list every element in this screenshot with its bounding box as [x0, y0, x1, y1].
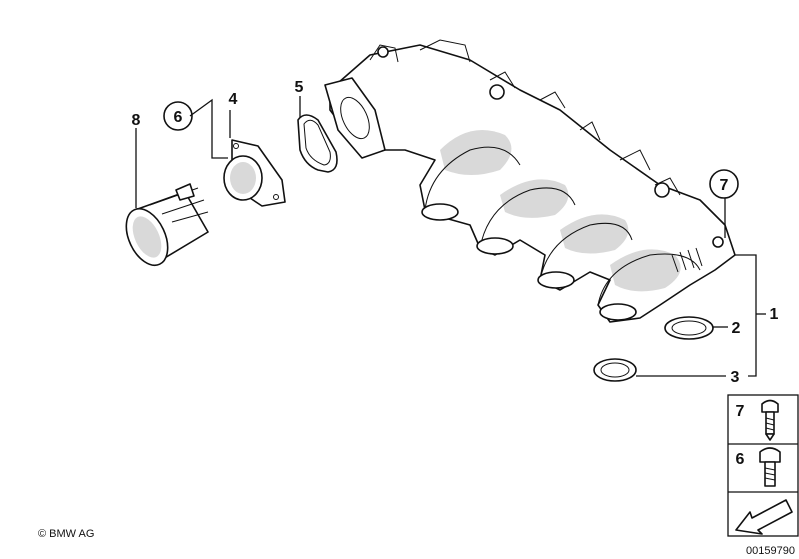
seal-ring-part-3: [593, 358, 637, 382]
callout-4: 4: [229, 91, 238, 108]
figure-number: 00159790: [746, 545, 795, 557]
fastener-legend: 7 6: [727, 394, 799, 537]
svg-text:5: 5: [295, 79, 304, 96]
callout-7: 7: [709, 169, 739, 199]
callout-6: 6: [163, 101, 193, 131]
arrow-icon: [735, 499, 793, 535]
svg-text:2: 2: [732, 320, 741, 337]
callout-2: 2: [732, 320, 741, 337]
connecting-piece-part-4: [223, 139, 286, 207]
callout-8: 8: [132, 112, 141, 129]
svg-text:6: 6: [736, 451, 745, 468]
svg-text:7: 7: [736, 403, 745, 420]
legend-bolt-7: 7: [736, 399, 779, 441]
svg-text:3: 3: [731, 369, 740, 386]
gasket-part-5: [297, 114, 338, 173]
leader-lines: [135, 96, 766, 377]
callout-5: 5: [295, 79, 304, 96]
copyright-text: © BMW AG: [38, 528, 94, 540]
svg-text:4: 4: [229, 91, 238, 108]
legend-bolt-6: 6: [736, 447, 781, 487]
svg-text:7: 7: [720, 177, 729, 194]
svg-text:8: 8: [132, 112, 141, 129]
callout-1: 1: [770, 306, 779, 323]
intake-manifold: [324, 39, 736, 323]
bolt-icon: [759, 447, 781, 487]
seal-ring-part-2: [664, 316, 714, 340]
svg-text:6: 6: [174, 109, 183, 126]
intake-hose-part-8: [125, 183, 209, 267]
bolt-icon: [761, 399, 779, 441]
callout-3: 3: [731, 369, 740, 386]
svg-text:1: 1: [770, 306, 779, 323]
